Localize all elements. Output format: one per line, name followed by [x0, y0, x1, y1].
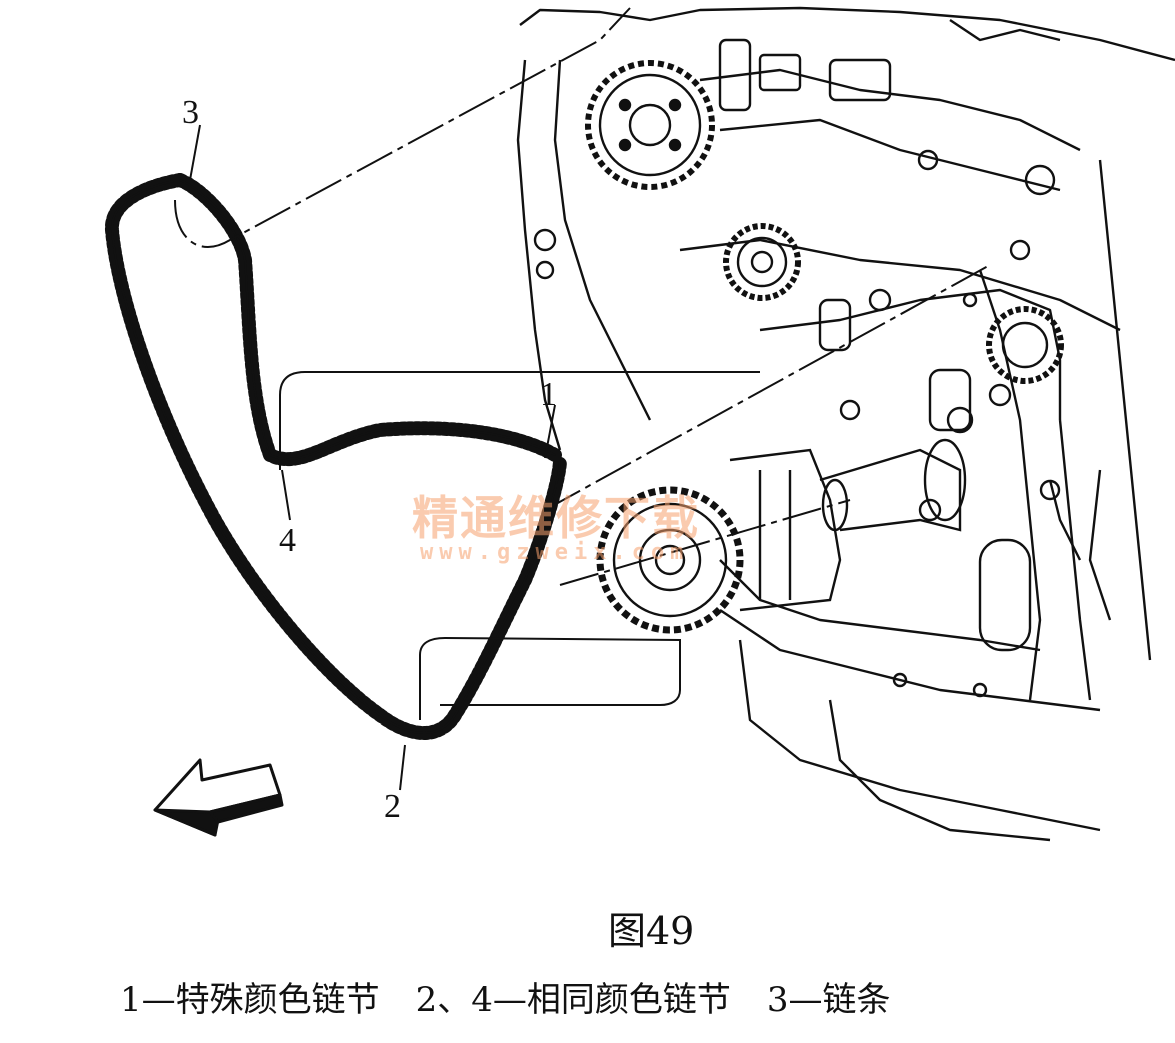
caption-item-1: 1—特殊颜色链节: [120, 980, 380, 1020]
timing-chain: [105, 173, 567, 740]
callout-lines: [174, 7, 991, 791]
figure-title: 图49: [608, 909, 695, 953]
caption-item-2: 2、4—相同颜色链节: [415, 980, 731, 1020]
engine-block: [516, 6, 1175, 842]
camshaft-sprocket-upper: [585, 60, 715, 190]
label-3: 3: [182, 94, 199, 131]
oil-pump-sprocket: [986, 306, 1064, 384]
label-2: 2: [384, 788, 401, 825]
figure-caption: 1—特殊颜色链节 2、4—相同颜色链节 3—链条: [120, 972, 891, 1021]
caption-item-3: 3—链条: [766, 980, 891, 1020]
crankshaft-sprocket: [596, 486, 744, 634]
direction-arrow-icon: [153, 758, 284, 837]
watermark-text: 精通维修下载: [412, 491, 700, 545]
label-1: 1: [540, 376, 557, 413]
idler-sprocket: [723, 223, 801, 301]
crankshaft: [729, 438, 967, 612]
watermark-url: www.gzweix.com: [420, 540, 690, 565]
label-4: 4: [279, 522, 296, 559]
